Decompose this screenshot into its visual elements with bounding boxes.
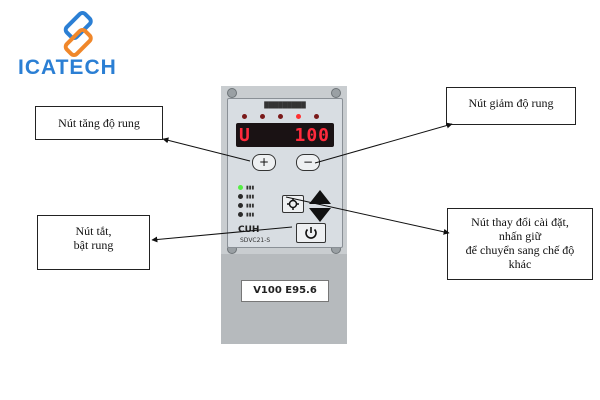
callout-increase-text: Nút tăng độ rung [58,116,140,130]
display-mode: U [239,125,250,146]
increase-button[interactable]: + [252,154,276,171]
screw [227,88,237,98]
mode-row: ▮▮▮ [238,192,278,201]
status-led [260,114,265,119]
plus-icon: + [258,155,270,169]
mode-indicators: ▮▮▮ ▮▮▮ ▮▮▮ ▮▮▮ [238,183,278,219]
triangle-up-icon [309,190,331,204]
callout-settings-line3: để chuyển sang chế độ [465,243,575,257]
callout-power-line1: Nút tắt, [75,224,112,238]
status-led [242,114,247,119]
decrease-button[interactable]: − [296,154,320,171]
mode-row: ▮▮▮ [238,210,278,219]
mode-led [238,212,243,217]
minus-icon: − [302,155,314,169]
mode-led [238,203,243,208]
label-plate: V100 E95.6 [241,280,329,302]
vibration-controller: █████████ U 100 + − ▮▮▮ ▮▮▮ ▮▮▮ ▮▮▮ [221,86,347,344]
triangle-down-icon [309,208,331,222]
gear-icon [287,198,299,210]
status-led [278,114,283,119]
icatech-logo-mark [63,11,93,57]
callout-settings: Nút thay đổi cài đặt, nhấn giữ để chuyển… [447,208,593,280]
control-panel: █████████ U 100 + − ▮▮▮ ▮▮▮ ▮▮▮ ▮▮▮ [227,98,343,248]
callout-decrease: Nút giảm độ rung [446,87,576,125]
mode-led-active [238,185,243,190]
mode-row: ▮▮▮ [238,183,278,192]
brand-mark: CUH [238,225,260,235]
screw [331,88,341,98]
callout-settings-line2: nhấn giữ [498,229,542,243]
power-icon [305,227,317,239]
display-value: 100 [294,125,330,146]
callout-settings-line1: Nút thay đổi cài đặt, [471,215,569,229]
led-display: U 100 [236,123,334,147]
callout-power-line2: bật rung [73,238,114,252]
callout-power: Nút tắt, bật rung [37,215,150,270]
model-number: SDVC21-S [240,237,271,244]
logo-text: ICATECH [18,56,117,79]
mode-row: ▮▮▮ [238,201,278,210]
settings-button[interactable] [282,195,304,213]
up-arrow-button[interactable] [308,189,332,205]
status-led [314,114,319,119]
callout-settings-line4: khác [508,257,532,271]
panel-title: █████████ [264,102,306,109]
power-button[interactable] [296,223,326,243]
callout-decrease-text: Nút giảm độ rung [468,96,554,110]
callout-increase: Nút tăng độ rung [35,106,163,140]
status-led-active [296,114,301,119]
mode-led [238,194,243,199]
down-arrow-button[interactable] [308,207,332,223]
